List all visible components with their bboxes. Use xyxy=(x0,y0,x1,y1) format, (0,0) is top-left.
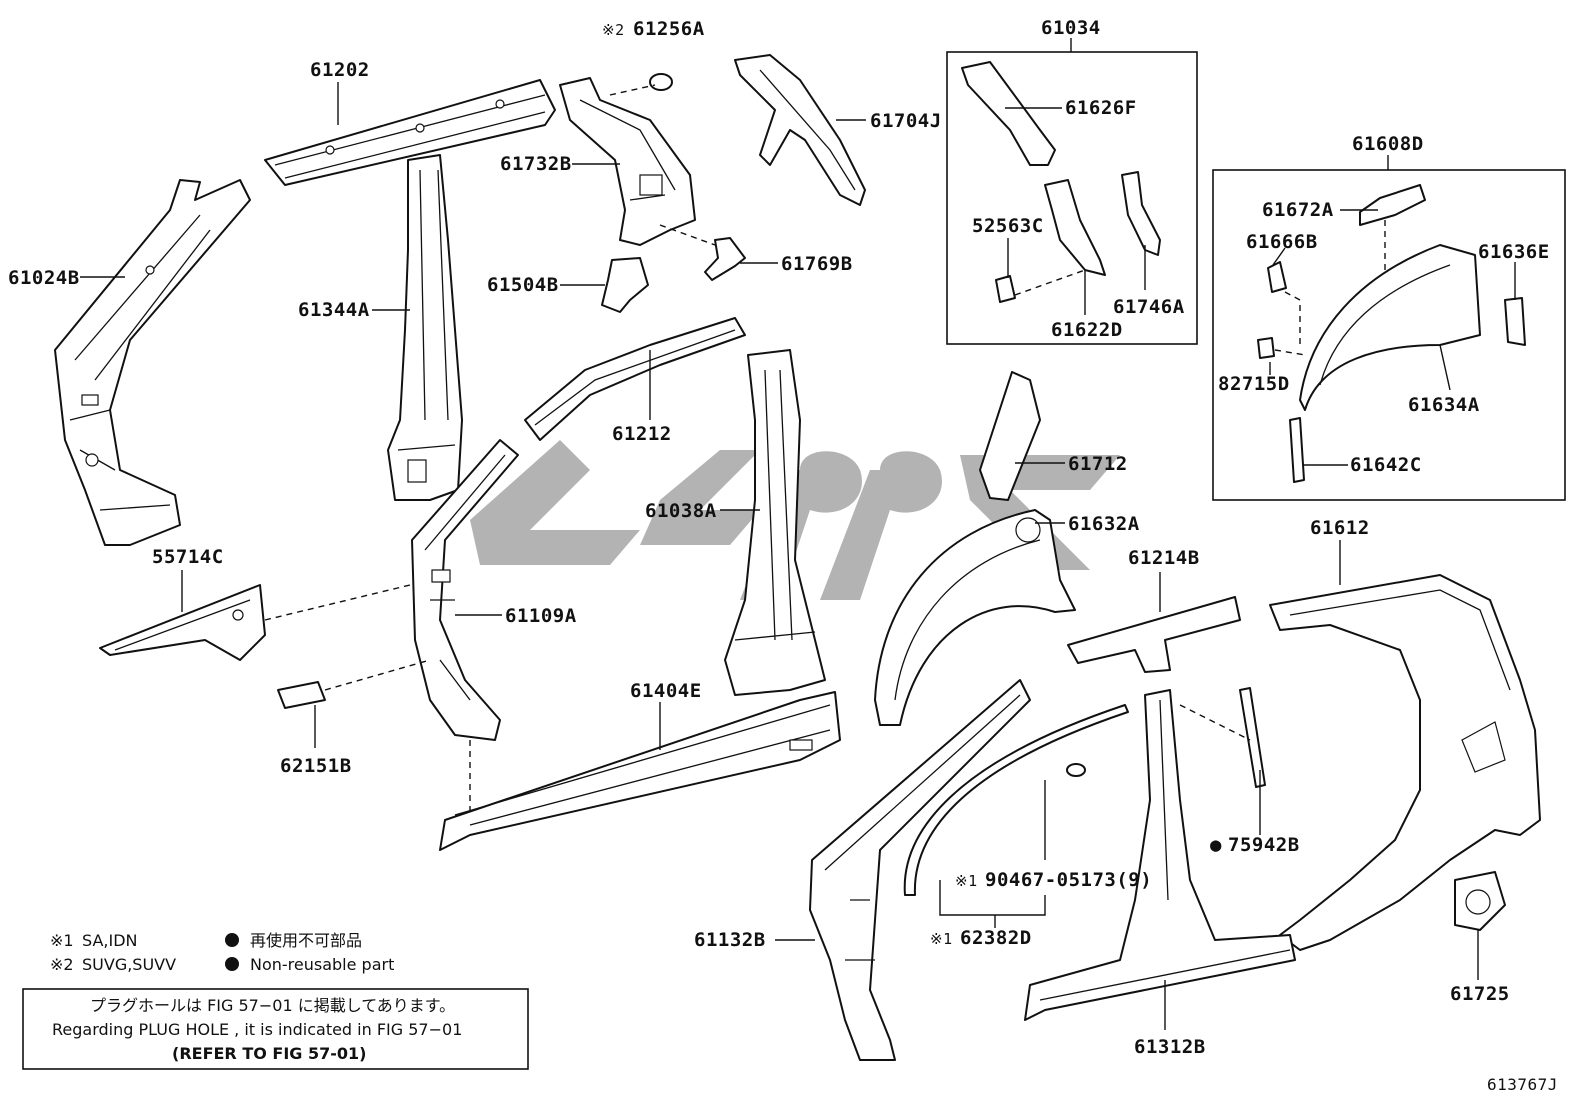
note2-mark: ※2 xyxy=(602,21,625,39)
part-61504B-shape xyxy=(601,257,649,313)
part-61725-shape xyxy=(1454,871,1506,931)
part-61636E-shape xyxy=(1504,297,1526,346)
part-61712-shape xyxy=(979,371,1041,501)
part-61769B-shape xyxy=(704,237,746,281)
label-61666B: 61666B xyxy=(1246,231,1318,253)
label-61626F: 61626F xyxy=(1065,97,1137,119)
label-61132B: 61132B xyxy=(694,929,766,951)
part-61632A-shape xyxy=(874,509,1076,726)
label-61608D: 61608D xyxy=(1352,133,1424,155)
legend-note1-mark: ※1 xyxy=(50,931,74,950)
part-61626F-shape xyxy=(961,61,1056,166)
label-61109A: 61109A xyxy=(505,605,577,627)
label-61404E: 61404E xyxy=(630,680,702,702)
label-62151B: 62151B xyxy=(280,755,352,777)
part-52563C-shape xyxy=(995,275,1016,303)
legend: ※1 SA,IDN ※2 SUVG,SUVV 再使用不可部品 Non-reusa… xyxy=(50,931,394,974)
label-62382D: 62382D xyxy=(960,927,1032,949)
note1-mark-b: ※1 xyxy=(930,930,953,948)
label-61038A: 61038A xyxy=(645,500,717,522)
dashed-guides xyxy=(264,84,1386,815)
part-61612-shape xyxy=(1269,574,1541,951)
note-line-jp: プラグホールは FIG 57−01 に掲載してあります。 xyxy=(90,996,455,1015)
note-line-ref: (REFER TO FIG 57-01) xyxy=(172,1044,366,1063)
label-61704J: 61704J xyxy=(870,110,942,132)
label-61769B: 61769B xyxy=(781,253,853,275)
part-61214B-shape xyxy=(1067,596,1241,673)
label-61344A: 61344A xyxy=(298,299,370,321)
part-61404E-shape xyxy=(439,691,841,851)
part-61622D-shape xyxy=(1044,179,1106,276)
label-90467-05173: 90467-05173(9) xyxy=(985,869,1152,891)
label-61636E: 61636E xyxy=(1478,241,1550,263)
group-box-61608D xyxy=(1212,169,1566,501)
part-61132B-shape xyxy=(809,679,1031,1061)
part-61312B-shape xyxy=(1024,689,1296,1021)
legend-note2-text: SUVG,SUVV xyxy=(82,955,176,974)
label-61202: 61202 xyxy=(310,59,370,81)
label-52563C: 52563C xyxy=(972,215,1044,237)
nonreusable-dot: ● xyxy=(1210,834,1222,856)
part-61038A-shape xyxy=(724,349,826,696)
part-61672A-shape xyxy=(1359,184,1426,226)
label-61632A: 61632A xyxy=(1068,513,1140,535)
part-61024B-shape xyxy=(54,179,251,546)
part-61732B-shape xyxy=(559,77,696,246)
part-61666B-shape xyxy=(1267,261,1287,293)
part-62382D-shape xyxy=(903,704,1129,896)
plug-hole-note-box: プラグホールは FIG 57−01 に掲載してあります。 Regarding P… xyxy=(22,988,529,1070)
label-82715D: 82715D xyxy=(1218,373,1290,395)
part-61212-shape xyxy=(524,317,746,441)
label-61212: 61212 xyxy=(612,423,672,445)
label-61712: 61712 xyxy=(1068,453,1128,475)
legend-nonreusable-en: Non-reusable part xyxy=(250,955,394,974)
part-82715D-shape xyxy=(1257,337,1275,359)
part-61202-shape xyxy=(264,79,556,186)
label-61634A: 61634A xyxy=(1408,394,1480,416)
label-61504B: 61504B xyxy=(487,274,559,296)
legend-bullet-2 xyxy=(225,957,239,971)
label-61256A: 61256A xyxy=(633,18,705,40)
label-75942B: 75942B xyxy=(1228,834,1300,856)
part-61642C-shape xyxy=(1289,417,1305,483)
note-line-en: Regarding PLUG HOLE , it is indicated in… xyxy=(52,1020,462,1039)
label-61214B: 61214B xyxy=(1128,547,1200,569)
label-61746A: 61746A xyxy=(1113,296,1185,318)
note1-mark-a: ※1 xyxy=(955,872,978,890)
legend-bullet-1 xyxy=(225,933,239,947)
note-box-border xyxy=(22,988,529,1070)
part-61746A-shape xyxy=(1121,171,1161,256)
part-61634A-shape xyxy=(1299,244,1481,411)
label-61732B: 61732B xyxy=(500,153,572,175)
legend-note2-mark: ※2 xyxy=(50,955,74,974)
label-61312B: 61312B xyxy=(1134,1036,1206,1058)
part-labels: 61024B 61202 ※2 61256A 61732B 61704J 615… xyxy=(8,17,1558,1094)
legend-note1-text: SA,IDN xyxy=(82,931,138,950)
part-75942B-shape xyxy=(1239,687,1266,788)
label-61672A: 61672A xyxy=(1262,199,1334,221)
label-61622D: 61622D xyxy=(1051,319,1123,341)
part-55714C-shape xyxy=(99,584,266,661)
label-61034: 61034 xyxy=(1041,17,1101,39)
label-61024B: 61024B xyxy=(8,267,80,289)
label-55714C: 55714C xyxy=(152,546,224,568)
part-61344A-shape xyxy=(387,154,463,501)
label-61612: 61612 xyxy=(1310,517,1370,539)
figure-id: 613767J xyxy=(1487,1075,1558,1094)
part-61256A-shape xyxy=(649,73,673,91)
label-61642C: 61642C xyxy=(1350,454,1422,476)
legend-nonreusable-jp: 再使用不可部品 xyxy=(250,931,362,950)
group-box-61034 xyxy=(946,51,1198,345)
leader-lines xyxy=(80,38,1516,1030)
part-90467-shape xyxy=(1066,763,1086,777)
part-62151B-shape xyxy=(277,681,326,709)
label-61725: 61725 xyxy=(1450,983,1510,1005)
part-61704J-shape xyxy=(734,54,866,206)
part-61109A-shape xyxy=(411,439,519,741)
